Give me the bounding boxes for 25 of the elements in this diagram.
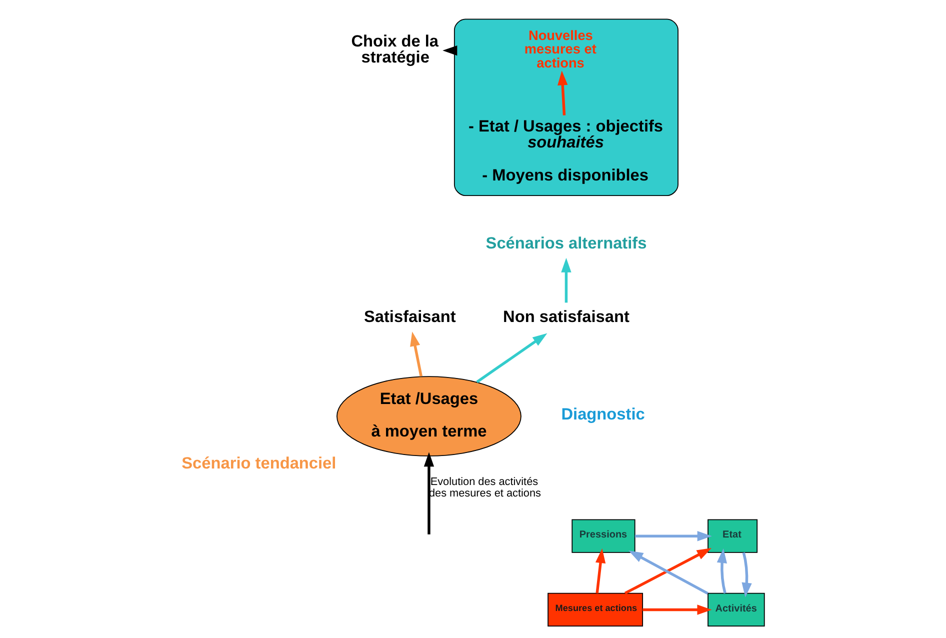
- arrow: [476, 333, 548, 384]
- arrow: [424, 452, 434, 534]
- arrow: [642, 604, 712, 615]
- node-text: Nouvelles mesures et actions: [524, 28, 596, 70]
- label: Diagnostic: [561, 405, 645, 424]
- node-text: Scénarios alternatifs: [486, 234, 647, 253]
- arrow: [742, 552, 752, 598]
- node-box: Pressions: [572, 519, 636, 553]
- node-ellipse: Etat /Usages à moyen terme: [336, 376, 522, 456]
- arrow: [561, 258, 572, 303]
- node-label: Scénario tendanciel: [182, 454, 336, 472]
- arrow: [410, 332, 422, 377]
- node-text: - Etat / Usages : objectifs souhaités - Moyens disponibles: [468, 117, 664, 184]
- node-text: Choix de la stratégie: [351, 32, 439, 67]
- node-text: Satisfaisant: [364, 308, 456, 326]
- node-box: Etat: [708, 519, 758, 553]
- arrow: [595, 548, 606, 594]
- node-box: Mesures et actions: [548, 592, 644, 627]
- node-box: Activités: [708, 592, 765, 627]
- arrow: [442, 45, 458, 56]
- node-text: Non satisfaisant: [503, 308, 630, 326]
- arrow: [716, 548, 728, 594]
- arrow: [635, 530, 712, 542]
- arrow: [558, 70, 568, 116]
- cluster: [454, 18, 678, 196]
